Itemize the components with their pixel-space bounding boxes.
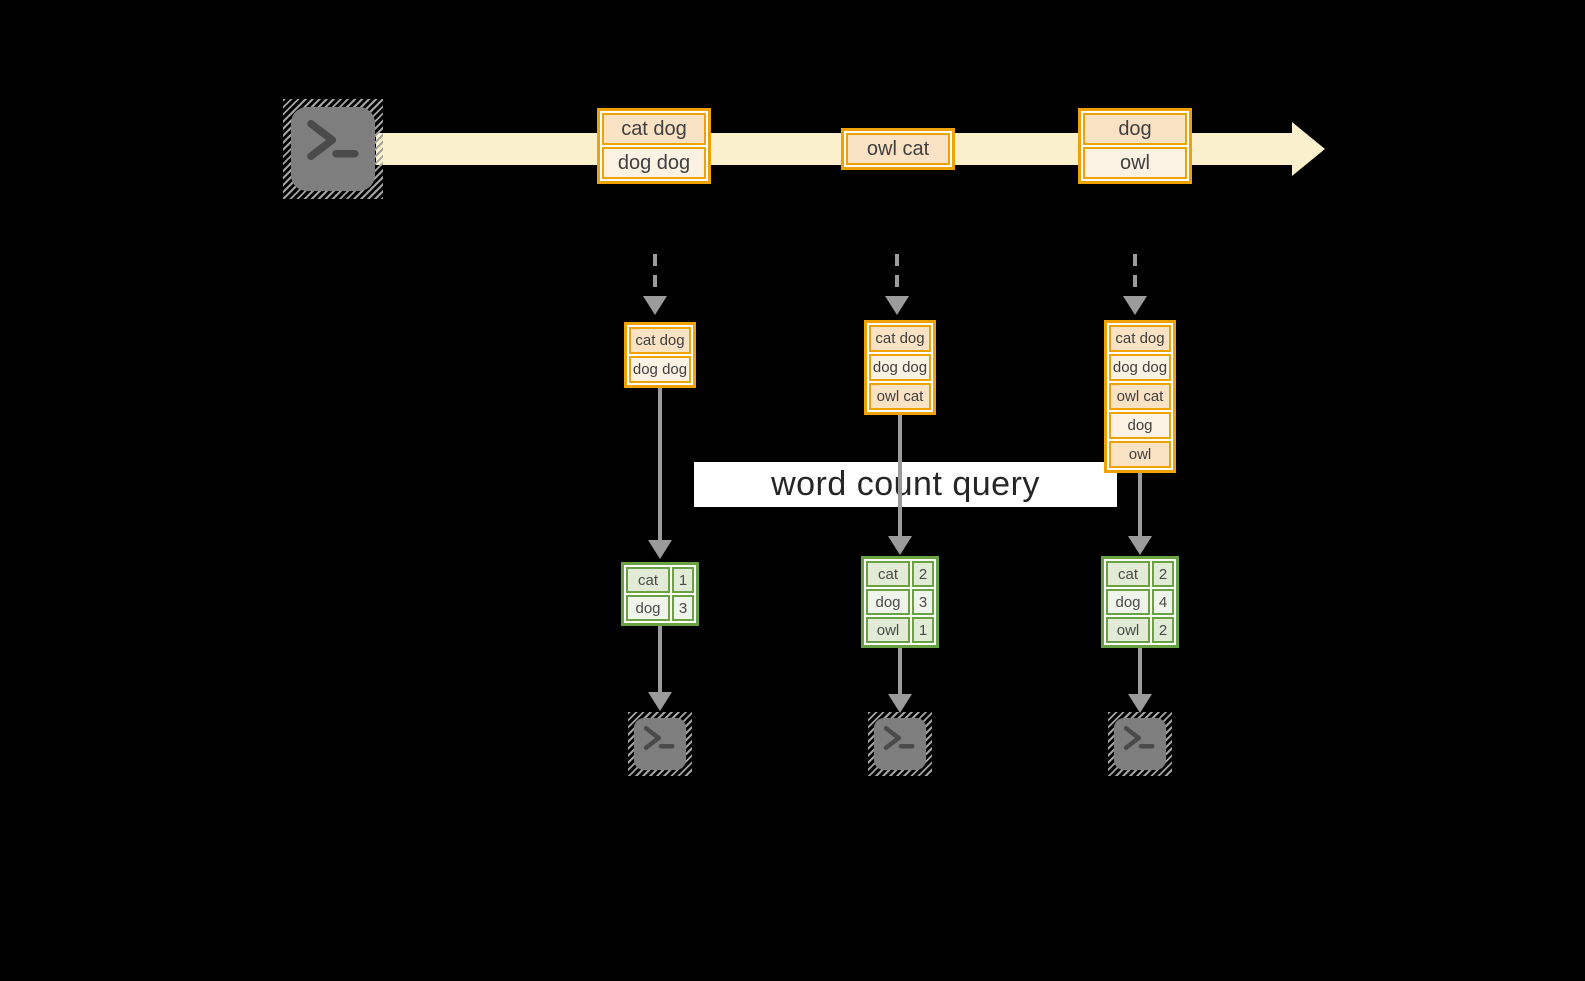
table-row: owl 1: [866, 617, 934, 643]
terminal-body: [634, 718, 686, 770]
input-record: dog: [1109, 412, 1171, 439]
output-arrow-line-1: [658, 626, 662, 692]
input-record: owl cat: [1109, 383, 1171, 410]
count-cell: 1: [912, 617, 934, 643]
table-row: cat 1: [626, 567, 694, 593]
terminal-prompt-glyph: [643, 726, 675, 751]
arrowhead-icon: [1128, 536, 1152, 555]
result-table-3: cat 2 dog 4 owl 2: [1101, 556, 1179, 648]
input-batch-2: cat dog dog dog owl cat: [864, 320, 936, 415]
table-row: dog 3: [626, 595, 694, 621]
arrowhead-icon: [1128, 694, 1152, 713]
stream-record: dog: [1083, 113, 1187, 145]
terminal-prompt-glyph: [883, 726, 915, 751]
stream-record: dog dog: [602, 147, 706, 179]
count-cell: 2: [1152, 561, 1174, 587]
query-arrow-line-1: [658, 388, 662, 540]
stream-batch-box-2: owl cat: [841, 128, 955, 170]
input-batch-1: cat dog dog dog: [624, 322, 696, 388]
terminal-prompt-glyph: [1123, 726, 1155, 751]
input-record: cat dog: [869, 325, 931, 352]
stream-record: owl cat: [846, 133, 950, 165]
table-row: dog 3: [866, 589, 934, 615]
stream-batch-box-1: cat dog dog dog: [597, 108, 711, 184]
output-arrow-line-3: [1138, 648, 1142, 694]
query-label: word count query: [771, 465, 1040, 503]
count-cell: 3: [912, 589, 934, 615]
sink-terminal-icon-2: [868, 712, 932, 776]
output-arrow-line-2: [898, 648, 902, 694]
word-cell: cat: [626, 567, 670, 593]
table-row: dog 4: [1106, 589, 1174, 615]
count-cell: 1: [672, 567, 694, 593]
source-terminal-icon: [283, 99, 383, 199]
table-row: owl 2: [1106, 617, 1174, 643]
dashed-arrow-line-2: [895, 254, 899, 298]
table-row: cat 2: [866, 561, 934, 587]
word-cell: dog: [866, 589, 910, 615]
stream-record: owl: [1083, 147, 1187, 179]
word-cell: owl: [866, 617, 910, 643]
arrowhead-icon: [888, 536, 912, 555]
query-arrow-line-3: [1138, 473, 1142, 536]
dashed-arrow-line-3: [1133, 254, 1137, 298]
stream-arrowhead-icon: [1292, 122, 1325, 176]
count-cell: 4: [1152, 589, 1174, 615]
input-record: dog dog: [1109, 354, 1171, 381]
sink-terminal-icon-1: [628, 712, 692, 776]
arrowhead-icon: [888, 694, 912, 713]
word-cell: owl: [1106, 617, 1150, 643]
query-label-band: word count query: [694, 462, 1117, 507]
word-cell: cat: [866, 561, 910, 587]
count-cell: 2: [912, 561, 934, 587]
word-cell: dog: [626, 595, 670, 621]
result-table-2: cat 2 dog 3 owl 1: [861, 556, 939, 648]
arrowhead-icon: [648, 692, 672, 711]
table-row: cat 2: [1106, 561, 1174, 587]
sink-terminal-icon-3: [1108, 712, 1172, 776]
arrowhead-icon: [885, 296, 909, 315]
input-batch-3: cat dog dog dog owl cat dog owl: [1104, 320, 1176, 473]
terminal-body: [1114, 718, 1166, 770]
word-cell: dog: [1106, 589, 1150, 615]
arrowhead-icon: [643, 296, 667, 315]
terminal-prompt-glyph: [307, 120, 359, 161]
stream-record: cat dog: [602, 113, 706, 145]
terminal-body: [291, 107, 375, 191]
stream-batch-box-3: dog owl: [1078, 108, 1192, 184]
count-cell: 3: [672, 595, 694, 621]
result-table-1: cat 1 dog 3: [621, 562, 699, 626]
input-record: owl: [1109, 441, 1171, 468]
query-arrow-line-2: [898, 415, 902, 536]
word-cell: cat: [1106, 561, 1150, 587]
arrowhead-icon: [648, 540, 672, 559]
arrowhead-icon: [1123, 296, 1147, 315]
dashed-arrow-line-1: [653, 254, 657, 298]
input-record: cat dog: [629, 327, 691, 354]
terminal-body: [874, 718, 926, 770]
input-record: cat dog: [1109, 325, 1171, 352]
input-record: dog dog: [869, 354, 931, 381]
input-record: owl cat: [869, 383, 931, 410]
input-record: dog dog: [629, 356, 691, 383]
count-cell: 2: [1152, 617, 1174, 643]
